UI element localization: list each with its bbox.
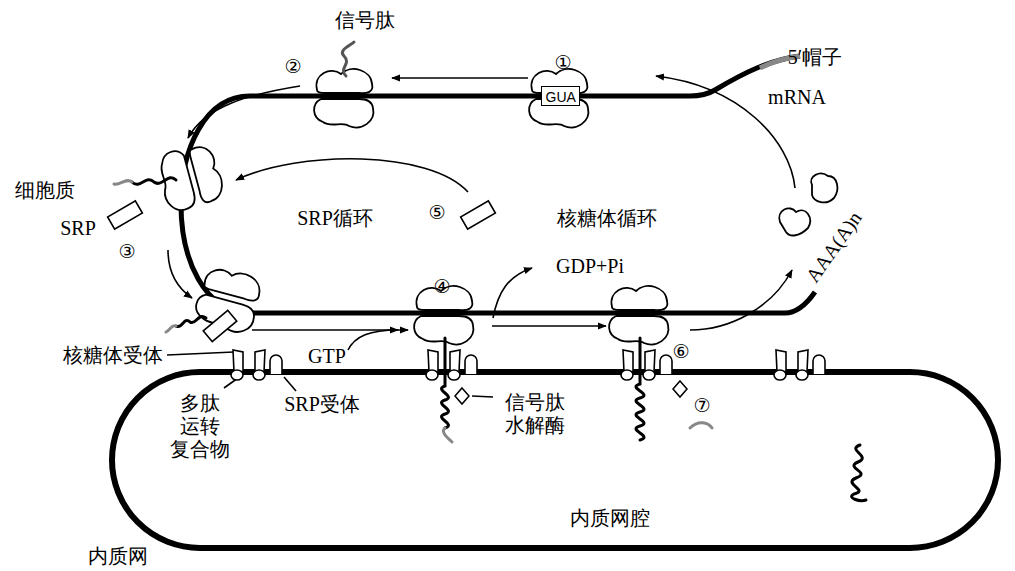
- organelle-label: 内质网: [88, 545, 148, 568]
- mrna-label: mRNA: [768, 86, 826, 109]
- callout-number: ②: [284, 56, 301, 78]
- srp-label: SRP: [60, 217, 96, 240]
- complex-label: 多肽 运转 复合物: [164, 392, 236, 461]
- cycle-label: 核糖体循环: [557, 207, 657, 230]
- signal-peptide-label: 信号肽: [335, 9, 395, 32]
- product-label: GDP+Pi: [556, 255, 624, 278]
- callout-number: ⑤: [428, 202, 445, 224]
- receptor-label: SRP受体: [284, 393, 360, 416]
- cycle-label: SRP循环: [297, 207, 373, 230]
- callout-number: ⑥: [672, 341, 689, 363]
- callout-number: ④: [433, 276, 450, 298]
- receptor-label: 核糖体受体: [63, 344, 163, 367]
- gtp-label: GTP: [308, 345, 346, 368]
- codon-box: GUA: [541, 86, 580, 106]
- callout-number: ③: [118, 241, 135, 263]
- callout-number: ⑦: [693, 395, 710, 417]
- region-label: 内质网腔: [570, 507, 650, 530]
- codon-label: GUA: [546, 89, 576, 105]
- region-label: 细胞质: [15, 179, 75, 202]
- polya-label: AAA(A)n: [801, 207, 866, 287]
- enzyme-label: 信号肽 水解酶: [499, 391, 571, 437]
- cap-label: 5′帽子: [788, 46, 842, 69]
- callout-number: ①: [554, 52, 571, 74]
